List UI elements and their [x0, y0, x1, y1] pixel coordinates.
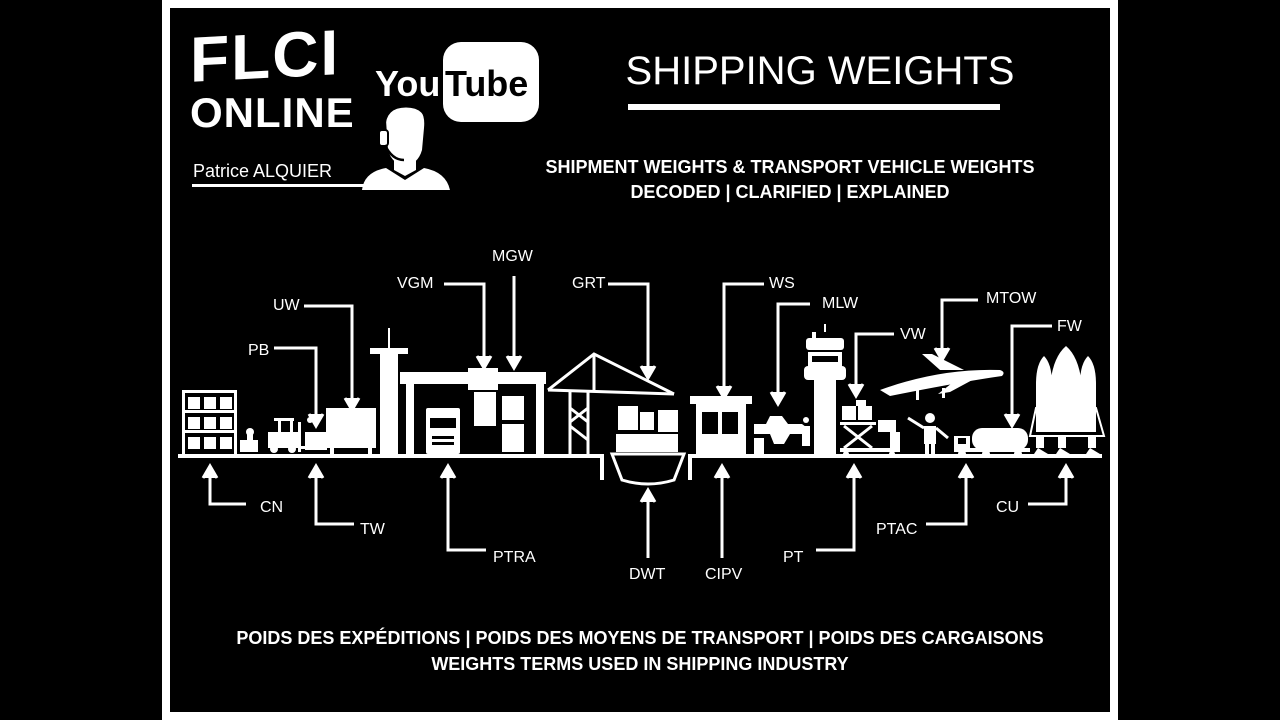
guard-booth-icon	[690, 396, 752, 454]
ship-crane-icon	[547, 352, 675, 454]
label-cu: CU	[996, 499, 1020, 516]
label-ws: WS	[769, 275, 795, 292]
warehouse-rack-icon	[182, 390, 237, 454]
tanker-truck-icon	[954, 428, 1030, 458]
label-ptra: PTRA	[493, 549, 536, 566]
space-shuttle-icon	[1028, 346, 1106, 454]
youtube-logo-box	[443, 42, 539, 122]
label-cn: CN	[260, 499, 284, 516]
slide-canvas: FLCI ONLINE You Tube Patrice ALQUIER SHI…	[170, 8, 1110, 712]
label-vgm: VGM	[397, 275, 434, 292]
label-mtow: MTOW	[986, 290, 1037, 307]
forklift-icon	[240, 417, 327, 453]
truck-icon	[426, 408, 460, 454]
label-mgw: MGW	[492, 248, 533, 265]
footer-line-1: POIDS DES EXPÉDITIONS | POIDS DES MOYENS…	[236, 628, 1044, 648]
label-vw: VW	[900, 326, 926, 343]
gantry-crane-icon	[370, 328, 546, 454]
page-title-text: SHIPPING WEIGHTS	[625, 49, 1015, 93]
label-tw: TW	[360, 521, 385, 538]
page-title: SHIPPING WEIGHTS	[580, 48, 1060, 94]
subtitle-line-2: DECODED | CLARIFIED | EXPLAINED	[630, 182, 950, 202]
arrows-bottom	[201, 463, 1075, 558]
label-mlw: MLW	[822, 295, 859, 312]
control-tower-icon	[804, 324, 846, 454]
ground-crew-icon	[907, 413, 949, 454]
label-dwt: DWT	[629, 566, 666, 583]
label-cipv: CIPV	[705, 566, 743, 583]
shipping-diagram	[178, 276, 1106, 558]
small-plane-icon	[754, 416, 810, 454]
cargo-ship-icon	[609, 406, 687, 486]
ground-line	[178, 454, 1102, 480]
label-grt: GRT	[572, 275, 606, 292]
airplane-icon	[880, 354, 1004, 400]
presenter-underline	[192, 184, 444, 187]
arrows-top	[274, 276, 1052, 429]
footer-line-2: WEIGHTS TERMS USED IN SHIPPING INDUSTRY	[431, 654, 849, 674]
label-pt: PT	[783, 549, 804, 566]
presenter-name: Patrice ALQUIER	[193, 161, 333, 181]
logo-online: ONLINE	[190, 89, 355, 136]
youtube-logo-you: You	[375, 63, 441, 104]
label-ptac: PTAC	[876, 521, 918, 538]
title-underline	[628, 104, 1000, 110]
label-uw: UW	[273, 297, 300, 314]
youtube-logo-tube: Tube	[445, 63, 529, 104]
label-pb: PB	[248, 342, 270, 359]
label-fw: FW	[1057, 318, 1082, 335]
subtitle-line-1: SHIPMENT WEIGHTS & TRANSPORT VEHICLE WEI…	[545, 157, 1035, 177]
slide-frame: FLCI ONLINE You Tube Patrice ALQUIER SHI…	[162, 0, 1118, 720]
cargo-loader-icon	[840, 400, 900, 457]
container-icon	[326, 408, 376, 454]
